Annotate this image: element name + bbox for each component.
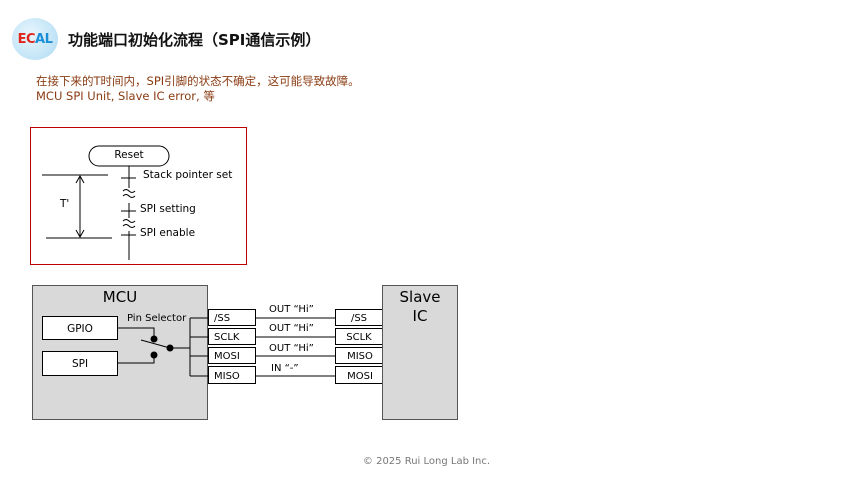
gpio-label: GPIO: [67, 323, 93, 335]
signal-label: OUT “Hi”: [269, 323, 314, 334]
step-label: SPI enable: [140, 227, 195, 239]
page-title: 功能端口初始化流程（SPI通信示例）: [68, 31, 321, 49]
arrow-head-down: [75, 229, 85, 239]
step-label: Stack pointer set: [143, 169, 232, 181]
slave-ic-block: [382, 285, 458, 420]
slave-pin-label: /SS: [351, 313, 367, 324]
signal-label: OUT “Hi”: [269, 304, 314, 315]
logo-text-left: EC: [17, 31, 36, 47]
copyright-footer: © 2025 Rui Long Lab Inc.: [362, 456, 491, 467]
reset-label: Reset: [114, 149, 143, 161]
spi-box: [42, 351, 118, 376]
spi-label: SPI: [72, 358, 88, 370]
switch-node-spi: [150, 351, 158, 359]
step-label: SPI setting: [140, 203, 196, 215]
signal-label: IN “-”: [271, 363, 299, 374]
mcu-pin-label: SCLK: [214, 332, 240, 343]
slave-title: Slave: [400, 288, 441, 306]
logo-text-right: AL: [35, 31, 53, 47]
timing-frame: [30, 127, 247, 265]
mcu-pin-label: MISO: [214, 371, 240, 382]
note-line-1: 在接下来的T时间内，SPI引脚的状态不确定，这可能导致故障。: [36, 74, 360, 88]
gpio-box: [42, 316, 118, 340]
mcu-pin-miso: [208, 366, 256, 384]
slave-title: IC: [413, 307, 428, 325]
mcu-pin-ss: [208, 309, 256, 326]
pin-selector-label: Pin Selector: [127, 313, 187, 324]
t-prime-label: T': [59, 198, 69, 210]
gpio-wire: [118, 327, 155, 339]
mcu-pin-label: MOSI: [214, 351, 240, 362]
arrow-head-up: [75, 174, 85, 184]
slave-pin-label: MOSI: [347, 371, 373, 382]
mcu-title: MCU: [103, 288, 137, 306]
mcu-pin-label: /SS: [214, 313, 230, 324]
mcu-pin-sclk: [208, 328, 256, 345]
switch-node-gpio: [150, 335, 158, 343]
slave-pin-label: SCLK: [346, 332, 372, 343]
break-mark: [122, 219, 136, 228]
break-mark: [122, 189, 136, 198]
note-line-2: MCU SPI Unit, Slave IC error, 等: [36, 89, 215, 103]
switch-blade: [140, 339, 171, 349]
slave-pin-label: MISO: [347, 351, 373, 362]
mcu-pin-mosi: [208, 347, 256, 364]
signal-label: OUT “Hi”: [269, 343, 314, 354]
